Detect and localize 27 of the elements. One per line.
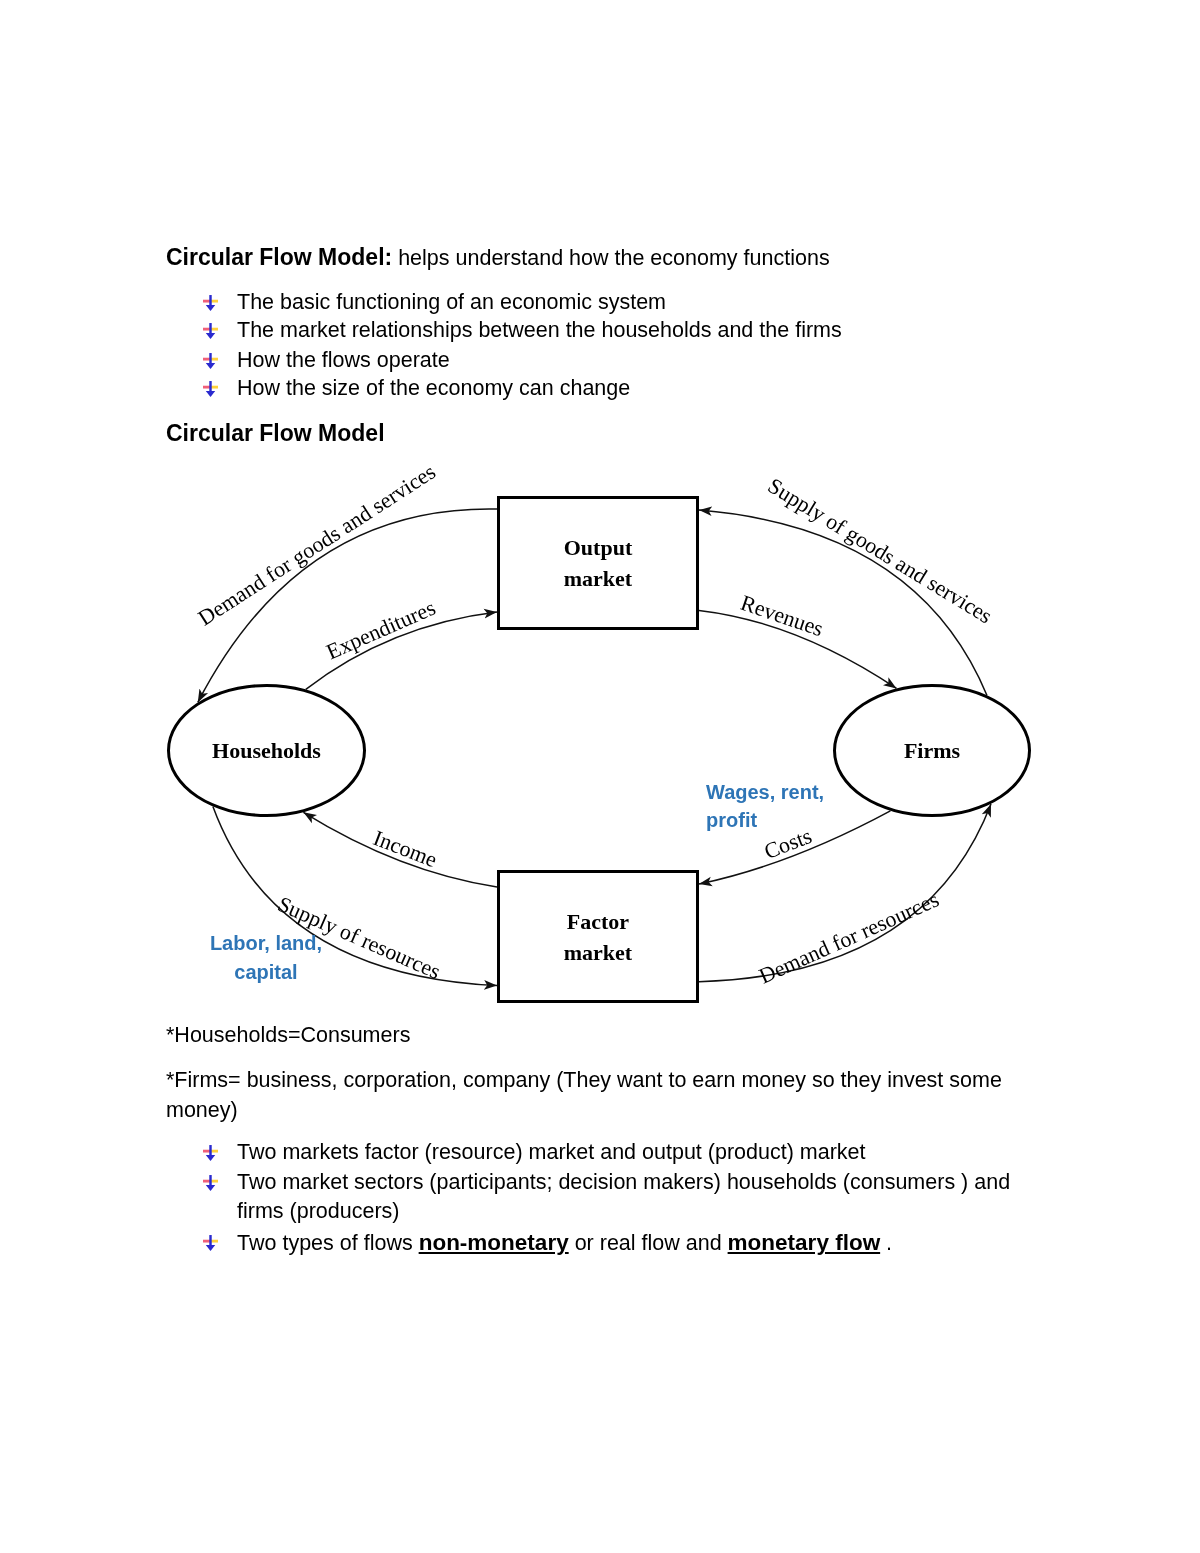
node-label: Factor market (562, 907, 634, 967)
flow-arrow (197, 508, 498, 704)
flow-arrow (698, 810, 892, 886)
flow-arrow (302, 811, 498, 888)
flow-arrow (698, 609, 898, 690)
market-box (497, 496, 699, 630)
annotation-text: Labor, land, capital (208, 932, 323, 985)
note-text: *Households=Consumers (166, 1022, 411, 1049)
bullet-text: How the size of the economy can change (237, 375, 632, 402)
flow-arrow (698, 506, 988, 696)
intro-text: Circular Flow Model: helps understand how the economy functions (166, 243, 830, 272)
bullet-text: Two market sectors (participants; decision makers) households (consumers ) and firms (producers) (237, 1169, 1012, 1225)
edge-label: Income (370, 826, 440, 871)
flow-arrow (305, 609, 498, 691)
bullet-text: The market relationships between the households and the firms (237, 317, 843, 344)
note-text: *Firms= business, corporation, company (They want to earn money so they invest some money) (166, 1067, 1003, 1124)
node-label: Households (212, 737, 321, 765)
flow-arrow (212, 805, 498, 990)
node-label: Firms (903, 737, 961, 765)
flow-arrow (698, 803, 992, 983)
bullet-text: Two markets factor (resource) market and output (product) market (237, 1139, 867, 1166)
bullet-text: The basic functioning of an economic system (237, 289, 668, 316)
bullet-text: How the flows operate (237, 347, 451, 374)
node-label: Output market (562, 534, 634, 593)
market-box (497, 870, 699, 1003)
bullet-text: Two types of flows non-monetary or real flow and monetary flow . (237, 1229, 894, 1257)
diagram-title: Circular Flow Model (166, 419, 385, 448)
